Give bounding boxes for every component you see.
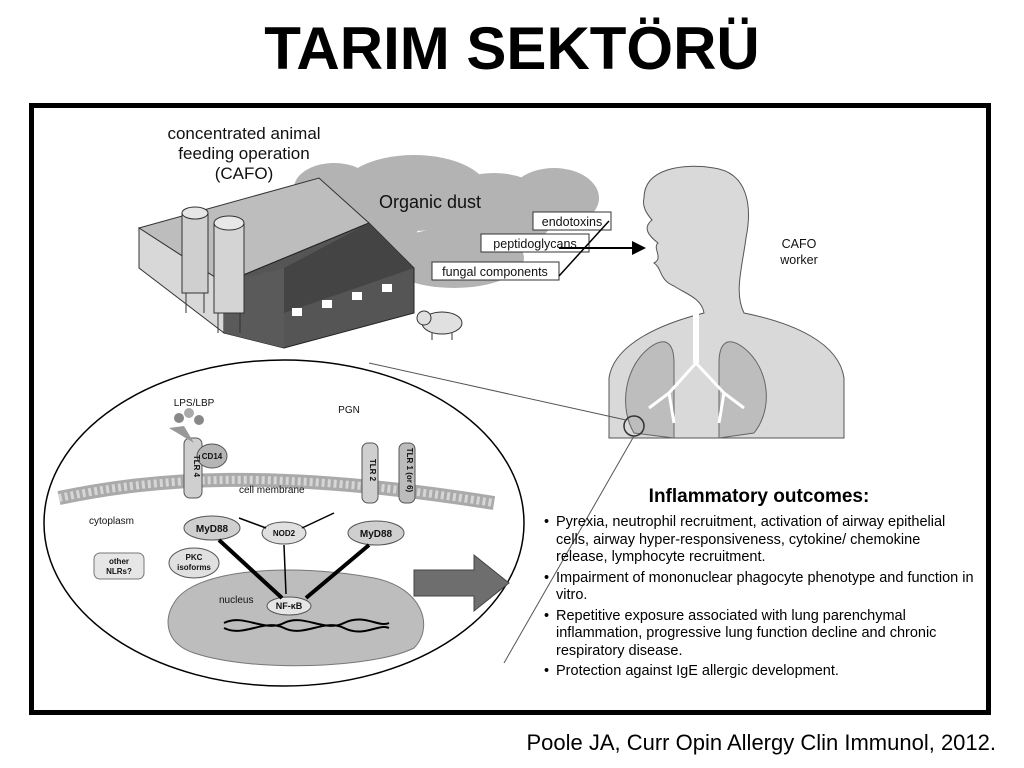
cell-membrane-label: cell membrane bbox=[239, 485, 305, 496]
outcomes-panel: Inflammatory outcomes: Pyrexia, neutroph… bbox=[544, 486, 974, 684]
outcome-item: Pyrexia, neutrophil recruitment, activat… bbox=[544, 514, 974, 567]
endotoxins-label: endotoxins bbox=[542, 215, 602, 229]
worker-silhouette bbox=[608, 165, 845, 439]
outcomes-arrow bbox=[413, 553, 510, 613]
pkc-label-line1: PKC bbox=[186, 553, 203, 562]
fungal-components-label: fungal components bbox=[442, 265, 548, 279]
slide-title: TARIM SEKTÖRÜ bbox=[264, 15, 760, 82]
zoom-line-top bbox=[368, 362, 627, 421]
peptidoglycans-label: peptidoglycans bbox=[493, 237, 576, 251]
tlr2-label: TLR 2 bbox=[368, 459, 377, 482]
lps-label: LPS/LBP bbox=[174, 398, 215, 409]
tlr1-label: TLR 1 (or 6) bbox=[405, 448, 414, 493]
cd14-label: CD14 bbox=[202, 452, 223, 461]
cafo-label-line1: concentrated animal bbox=[167, 124, 320, 143]
pgn-label: PGN bbox=[338, 405, 360, 416]
cell-ellipse bbox=[43, 359, 525, 687]
citation: Poole JA, Curr Opin Allergy Clin Immunol… bbox=[526, 730, 996, 755]
cafo-diagram: concentrated animal feeding operation (C… bbox=[43, 124, 845, 687]
fungal-components-box bbox=[431, 261, 560, 281]
outcomes-title: Inflammatory outcomes: bbox=[648, 486, 870, 507]
nucleus-label: nucleus bbox=[219, 595, 253, 606]
outcome-item: Protection against IgE allergic developm… bbox=[544, 663, 974, 681]
barn bbox=[137, 174, 415, 349]
worker-label-line2: worker bbox=[779, 253, 818, 267]
nfkb-label: NF-κB bbox=[276, 601, 303, 611]
tlr4-label: TLR 4 bbox=[192, 455, 201, 478]
dust-to-worker-arrow bbox=[558, 220, 646, 277]
outcome-item: Repetitive exposure associated with lung… bbox=[544, 608, 974, 661]
nlrs-label-line2: NLRs? bbox=[106, 567, 132, 576]
organic-dust-label: Organic dust bbox=[379, 192, 481, 212]
cafo-label-line3: (CAFO) bbox=[215, 164, 274, 183]
cytoplasm-label: cytoplasm bbox=[89, 516, 134, 527]
outcome-list: Pyrexia, neutrophil recruitment, activat… bbox=[544, 514, 974, 681]
pkc-label-line2: isoforms bbox=[177, 563, 211, 572]
figure-frame: concentrated animal feeding operation (C… bbox=[29, 103, 991, 715]
nlrs-label-line1: other bbox=[109, 557, 129, 566]
worker-label-line1: CAFO bbox=[782, 237, 817, 251]
endotoxins-box bbox=[532, 211, 612, 231]
myd88-right-label: MyD88 bbox=[360, 529, 393, 540]
cafo-label-line2: feeding operation bbox=[178, 144, 309, 163]
pig-icon bbox=[416, 310, 463, 340]
outcome-item: Impairment of mononuclear phagocyte phen… bbox=[544, 570, 974, 605]
myd88-left-label: MyD88 bbox=[196, 524, 229, 535]
silos bbox=[181, 206, 245, 333]
nod2-label: NOD2 bbox=[273, 529, 296, 538]
